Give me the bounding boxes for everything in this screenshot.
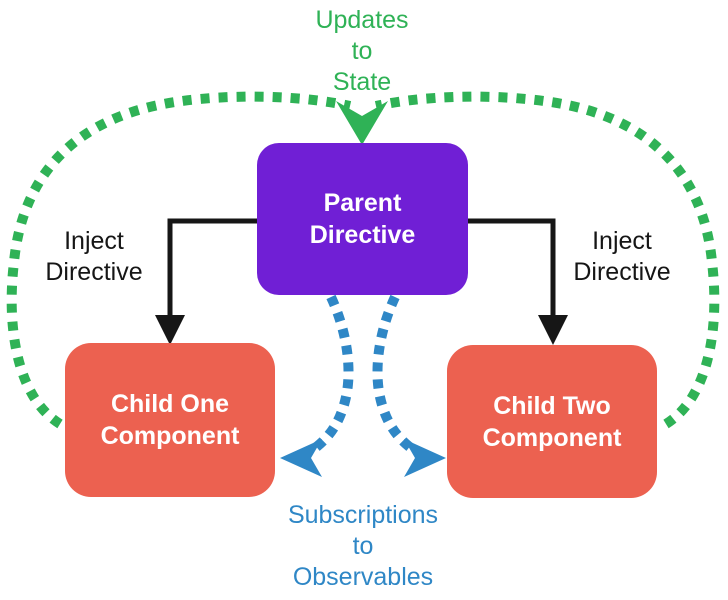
inject-directive-arrowhead-left-icon bbox=[155, 315, 185, 345]
inject-directive-edge-left bbox=[167, 218, 258, 320]
subscriptions-to-observables-label: Subscriptions to Observables bbox=[287, 501, 439, 591]
subscriptions-edge-left bbox=[308, 294, 354, 456]
subscriptions-edge-right bbox=[372, 294, 418, 456]
parent-directive-node: Parent Directive bbox=[257, 143, 468, 295]
inject-directive-label-left: Inject Directive bbox=[45, 227, 143, 286]
updates-to-state-edge-right bbox=[374, 91, 720, 429]
inject-directive-arrowhead-right-icon bbox=[538, 315, 568, 345]
updates-to-state-label: Updates to State bbox=[315, 6, 409, 96]
parent-directive-node-label: Parent Directive bbox=[309, 189, 416, 249]
child-one-component-node: Child One Component bbox=[65, 343, 275, 497]
child-two-component-node: Child Two Component bbox=[447, 345, 657, 498]
child-one-component-node-label: Child One Component bbox=[100, 390, 240, 450]
subscriptions-arrowhead-left-icon bbox=[280, 439, 322, 477]
inject-directive-edge-right bbox=[467, 218, 556, 320]
child-two-component-node-label: Child Two Component bbox=[482, 391, 622, 452]
updates-to-state-edge-left bbox=[6, 91, 352, 429]
inject-directive-label-right: Inject Directive bbox=[573, 227, 671, 286]
subscriptions-arrowhead-right-icon bbox=[404, 439, 446, 477]
updates-to-state-arrowhead-icon bbox=[336, 101, 388, 145]
